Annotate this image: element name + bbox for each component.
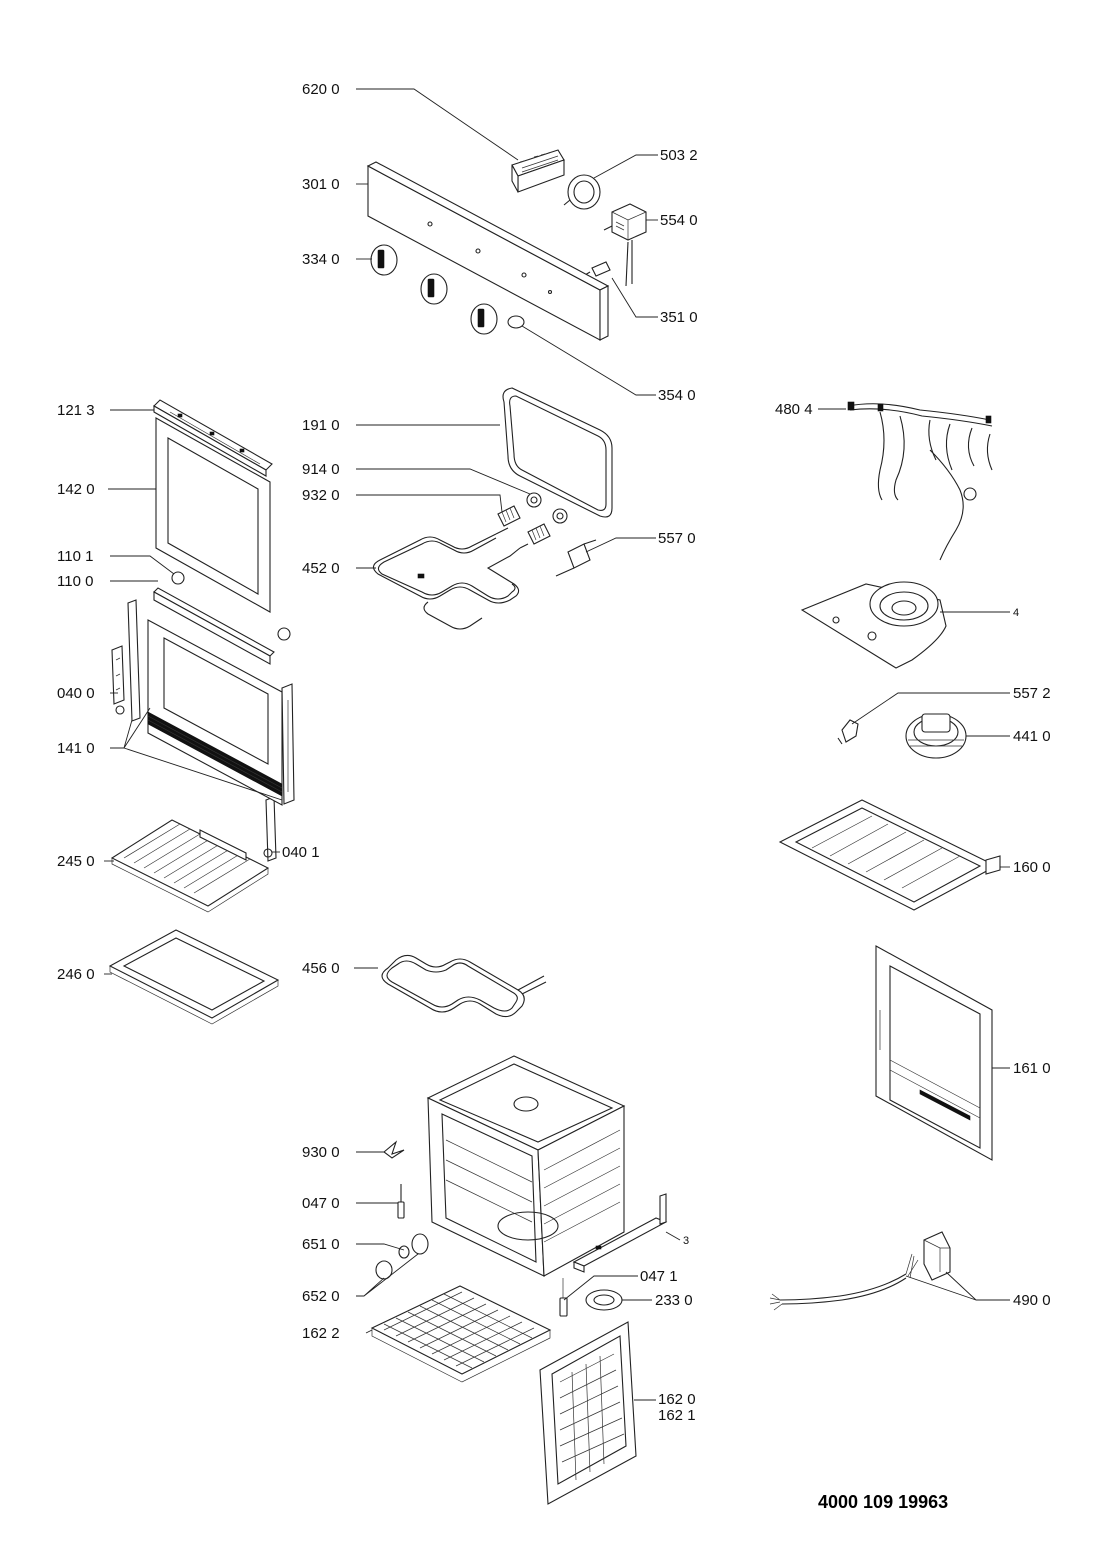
part-label-5540: 554 0: [660, 212, 698, 229]
part-label-1420: 142 0: [57, 481, 95, 498]
part-label-1622: 162 2: [302, 1325, 340, 1342]
cooling-fan-blade-part: [383, 1140, 405, 1159]
control-panel-part: [366, 161, 610, 341]
door-bottom-trim-part: [153, 571, 291, 665]
document-code: 4000 109 19963: [818, 1492, 948, 1512]
door-hinge-part: [111, 599, 277, 862]
part-label-1100: 110 0: [57, 573, 93, 590]
part-label-1621: 162 1: [658, 1407, 696, 1424]
thermostat-stem-part: [584, 261, 611, 277]
part-label-0400: 040 0: [57, 685, 95, 702]
part-label-4410: 441 0: [1013, 728, 1051, 745]
part-label-4804: 480 4: [775, 401, 813, 418]
oven-cavity-part: [426, 1055, 626, 1277]
part-label-3540: 354 0: [658, 387, 696, 404]
part-label-2460: 246 0: [57, 966, 95, 983]
catalytic-side-panel-part: [539, 1321, 637, 1505]
part-label-9320: 932 0: [302, 487, 340, 504]
part-label-4560: 456 0: [302, 960, 340, 977]
part-label-1610: 161 0: [1013, 1060, 1051, 1077]
timer-knob-part: [563, 174, 601, 210]
grill-heating-element-part: [372, 527, 529, 630]
part-label-2330: 233 0: [655, 1292, 693, 1309]
bushing-part: [497, 492, 568, 545]
cable-grommet-part: [585, 1289, 623, 1311]
part-label-1410: 141 0: [57, 740, 95, 757]
part-label-1600: 160 0: [1013, 859, 1051, 876]
terminal-block-part: [511, 149, 565, 193]
part-label-1213: 121 3: [57, 402, 95, 419]
part-label-3010: 301 0: [302, 176, 340, 193]
part-label-4: 4: [1013, 607, 1019, 619]
part-label-0401: 040 1: [282, 844, 320, 861]
fan-guard-part: [778, 799, 1001, 911]
part-label-0471: 047 1: [640, 1268, 678, 1285]
part-label-1101: 110 1: [57, 548, 93, 565]
part-label-2450: 245 0: [57, 853, 95, 870]
part-label-4520: 452 0: [302, 560, 340, 577]
side-rail-part: [572, 1193, 668, 1273]
part-label-6510: 651 0: [302, 1236, 340, 1253]
fan-motor-part: [905, 713, 967, 759]
lower-heating-element-part: [381, 954, 547, 1018]
door-gasket-part: [502, 387, 613, 518]
part-label-6200: 620 0: [302, 81, 340, 98]
fan-cover-plate-part: [800, 581, 947, 669]
part-label-9140: 914 0: [302, 461, 340, 478]
baking-tray-part: [108, 929, 280, 1025]
part-label-1620: 162 0: [658, 1391, 696, 1408]
part-label-5572: 557 2: [1013, 685, 1051, 702]
part-number-labels: 620 0 503 2 301 0 554 0 334 0 351 0 354 …: [57, 81, 1051, 1424]
oven-wire-shelf-part: [370, 1285, 552, 1383]
door-inner-frame-part: [147, 619, 295, 806]
side-panel-part: [875, 945, 993, 1161]
part-label-3340: 334 0: [302, 251, 340, 268]
part-label-3: 3: [683, 1235, 689, 1247]
part-label-5570: 557 0: [658, 530, 696, 547]
part-label-9300: 930 0: [302, 1144, 340, 1161]
part-label-1910: 191 0: [302, 417, 340, 434]
wiring-harness-part: [847, 401, 993, 561]
lamp-holder-part: [397, 1184, 568, 1317]
part-label-6520: 652 0: [302, 1288, 340, 1305]
part-label-4900: 490 0: [1013, 1292, 1051, 1309]
control-knob-part: [370, 244, 498, 335]
selector-switch-part: [603, 203, 647, 287]
push-button-part: [507, 315, 525, 329]
wire-rack-part: [110, 819, 270, 913]
door-outer-glass-part: [155, 417, 271, 613]
fan-thermostat-clip-part: [837, 719, 859, 745]
oven-lamp-part: [375, 1233, 429, 1280]
part-label-0470: 047 0: [302, 1195, 340, 1212]
thermal-cutout-part: [555, 539, 597, 577]
power-cord-part: [769, 1231, 951, 1311]
part-label-5032: 503 2: [660, 147, 698, 164]
leader-lines: [104, 88, 1010, 1401]
part-label-3510: 351 0: [660, 309, 698, 326]
door-top-trim-part: [153, 399, 273, 477]
